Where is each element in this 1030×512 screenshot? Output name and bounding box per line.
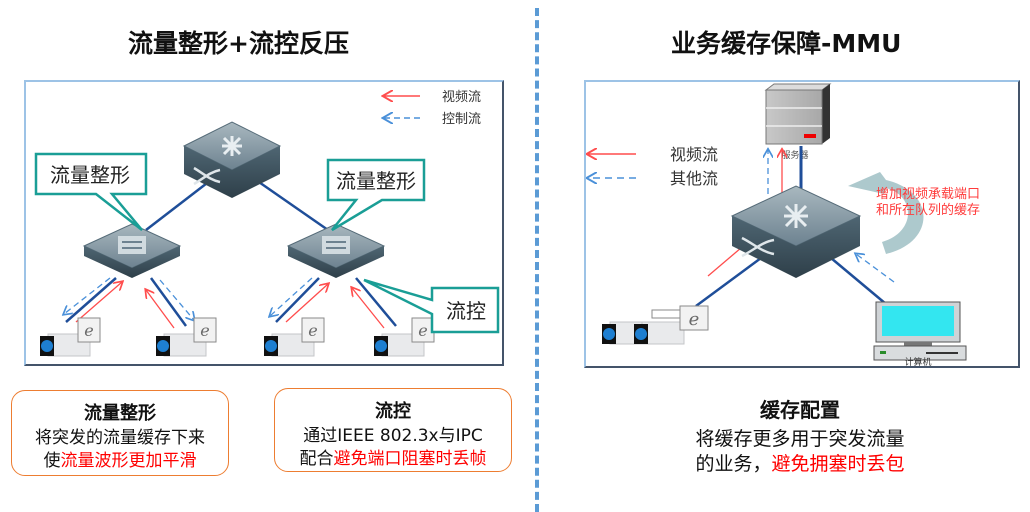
- control-flow-arrow: [159, 279, 194, 320]
- section-divider: [535, 8, 539, 512]
- card-text: 配合: [299, 449, 334, 469]
- summary-text: 的业务，: [695, 453, 772, 475]
- camera-icon: [633, 321, 685, 345]
- legend: 视频流 其他流: [588, 145, 718, 188]
- callout-shaping-right-label: 流量整形: [336, 169, 416, 193]
- curved-arrow-icon: [848, 172, 924, 254]
- access-switch-left-icon: [83, 223, 181, 279]
- traffic-shaping-card: 流量整形 将突发的流量缓存下来 使流量波形更加平滑: [11, 390, 229, 476]
- left-diagram: e 视频流 控制流: [34, 90, 500, 357]
- link-left-cam1: [65, 277, 117, 323]
- flow-control-card: 流控 通过IEEE 802.3x与IPC 配合避免端口阻塞时丢帧: [274, 388, 512, 472]
- card-line: 通过IEEE 802.3x与IPC: [303, 426, 483, 446]
- svg-text:e: e: [689, 309, 700, 330]
- card-line: 配合避免端口阻塞时丢帧: [275, 448, 511, 471]
- camera-mount: [651, 309, 681, 319]
- camera-icon: [39, 317, 101, 357]
- camera-icon: [155, 317, 217, 357]
- buffer-annotation-line2: 和所在队列的缓存: [876, 202, 980, 218]
- ie-badge-icon: e: [679, 305, 709, 331]
- control-flow-arrow: [270, 277, 313, 316]
- legend: 视频流 控制流: [384, 90, 481, 127]
- card-line: 将突发的流量缓存下来: [35, 428, 205, 448]
- computer-icon: [873, 301, 967, 361]
- video-flow-arrow: [146, 290, 175, 329]
- left-diagram-frame: e 视频流 控制流: [24, 80, 504, 366]
- left-section-title: 流量整形+流控反压: [128, 29, 349, 58]
- card-highlight: 避免端口阻塞时丢帧: [333, 449, 487, 469]
- right-section-title: 业务缓存保障-MMU: [671, 29, 902, 58]
- link-left-cam2: [149, 277, 188, 327]
- legend-control-label: 控制流: [442, 112, 481, 127]
- link-switch-camera: [695, 256, 762, 308]
- summary-line: 将缓存更多用于突发流量: [695, 428, 905, 450]
- callout-shaping-right: 流量整形: [326, 158, 426, 232]
- core-switch-icon: [730, 185, 862, 278]
- right-diagram: 视频流 其他流 服务器: [586, 83, 980, 368]
- access-switch-right-icon: [287, 223, 385, 279]
- summary-title: 缓存配置: [760, 398, 840, 422]
- link-core-left: [145, 179, 212, 231]
- callout-shaping-left: 流量整形: [34, 152, 148, 231]
- link-right-cam3: [275, 277, 320, 323]
- card-title: 流控: [375, 401, 411, 422]
- card-highlight: 流量波形更加平滑: [60, 451, 197, 471]
- card-title: 流量整形: [84, 403, 156, 424]
- right-diagram-frame: 视频流 其他流 服务器: [584, 80, 1020, 368]
- summary-highlight: 避免拥塞时丢包: [771, 453, 905, 475]
- link-right-cam4: [355, 277, 397, 327]
- control-flow-arrow: [64, 277, 111, 314]
- video-flow-arrow: [75, 282, 122, 323]
- link-switch-computer: [830, 257, 887, 305]
- summary-line: 的业务，避免拥塞时丢包: [640, 452, 960, 477]
- camera-icon: [373, 317, 435, 357]
- computer-label: 计算机: [904, 356, 931, 366]
- callout-flow-control: 流控: [363, 278, 500, 334]
- legend-other-label: 其他流: [670, 169, 718, 188]
- video-flow-arrow: [352, 288, 385, 329]
- callout-shaping-left-label: 流量整形: [50, 163, 130, 187]
- card-line: 使流量波形更加平滑: [12, 450, 228, 473]
- mmu-summary: 缓存配置 将缓存更多用于突发流量 的业务，避免拥塞时丢包: [640, 394, 960, 477]
- video-flow-arrow: [285, 284, 328, 323]
- server-label: 服务器: [781, 149, 808, 161]
- other-flow-arrow: [856, 254, 895, 283]
- legend-video-label: 视频流: [442, 90, 481, 105]
- buffer-annotation-line1: 增加视频承载端口: [876, 187, 980, 202]
- callout-flow-control-label: 流控: [446, 299, 486, 323]
- server-icon: [764, 83, 832, 145]
- camera-icon: [263, 317, 325, 357]
- legend-video-label: 视频流: [670, 145, 718, 164]
- link-core-right: [255, 178, 329, 232]
- card-text: 使: [43, 451, 61, 471]
